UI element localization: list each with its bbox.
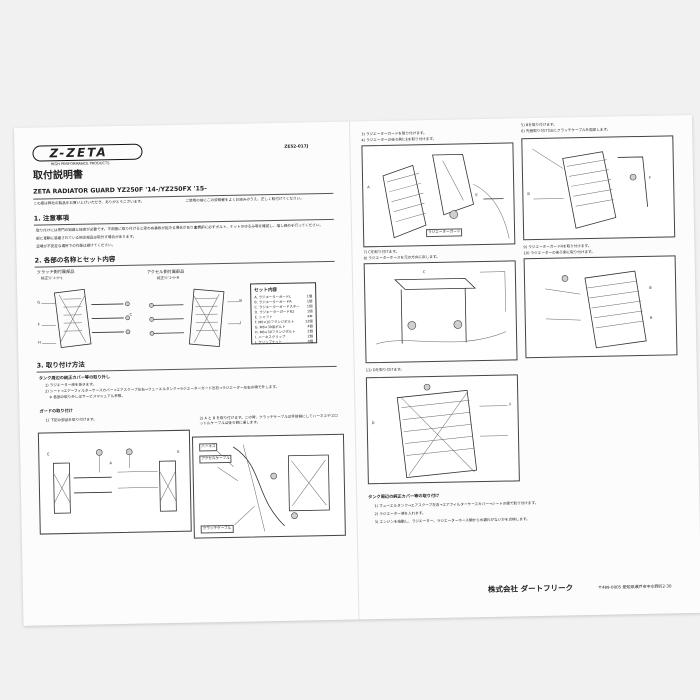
label-f: F: [649, 175, 652, 180]
reinstall-step-1: 1) フューエルタンク→エアスクープ左右→エアフィルターケースカバー→シートの順…: [374, 501, 539, 509]
label-d: D: [371, 421, 375, 426]
intro-note: ご使用の前にこの説明書をよくお読みのうえ、正しく取付けてください。: [185, 196, 304, 203]
accel-side-sub: 純正ﾗｼﾞｴｰﾀｰR: [156, 275, 180, 281]
parts-diagram-clutch: [41, 288, 131, 348]
tank-step-1: 1) ラジエーター液を抜きます。: [44, 382, 97, 388]
zeta-logo: Z-ZETA: [32, 143, 143, 162]
doc-code: ZE52-017J: [284, 143, 309, 149]
label-c: C: [422, 270, 426, 275]
callout-radiator-guard: ラジエーターガード: [426, 228, 463, 237]
figure-step-7-8: C: [363, 260, 518, 364]
instruction-sheet: Z-ZETA HIGH PERFORMANCE PRODUCTS ZE52-01…: [14, 114, 700, 626]
step-3: 3) ラジエーターガードを取り付けます。: [361, 131, 427, 137]
figure-step-3-4: ラジエーターガード A E: [361, 142, 516, 248]
step-10: 10) ラジエーターの後ろ側に取り付けます。: [523, 249, 595, 256]
caution-right-note: 走行前に必ずボルト、ナットのゆるみ等を確認し、増し締めを行ってください。: [193, 223, 323, 230]
right-page: 3) ラジエーターガードを取り付けます。 4) ラジエーターの後ろ側にEを取り付…: [349, 115, 700, 619]
tank-removal-title: タンク周辺の純正カバー等の取り外し: [38, 374, 111, 381]
step-5: 5) Bを取り付けます。: [521, 122, 557, 128]
reinstall-title: タンク周辺の純正カバー等の取り付け: [368, 492, 440, 500]
label-e: E: [177, 449, 180, 454]
caution-line-2: 部に車輌に装着されている純正部品は取外す場合があります。: [36, 234, 137, 241]
set-contents-box: セット内容 A. ラジエーターガードL 1個 B. ラジエーターガードR 1個 …: [250, 282, 318, 345]
step-8: 8) ラジエーターホースを元の方向に戻します。: [363, 254, 440, 261]
caution-line-1: 取り付けには専門の知識と技術が必要です。不用意に取り付けると思わぬ事故が起きる場…: [35, 225, 205, 233]
callout-harness: ハーネス: [199, 443, 218, 452]
callout-clutch-cable: クラッチケーブル: [200, 524, 234, 534]
figure-step-9-10: B H: [523, 255, 678, 359]
install-figure-clutch: ハーネス アクセルケーブル クラッチケーブル: [191, 433, 346, 539]
callout-accel-cable: アクセルケーブル: [199, 454, 232, 464]
guard-step-2: 2) A と B を取り付けます。この時、クラッチケーブルは手前側にしてハーネス…: [199, 413, 338, 426]
figure-step-5-6: B F: [521, 135, 676, 241]
page-title: 取付説明書: [32, 169, 84, 182]
product-name: ZETA RADIATOR GUARD YZ250F '14-/YZ250FX …: [33, 185, 207, 196]
company-address: 〒489-0005 愛知県瀬戸市中水野町2-30: [597, 583, 672, 590]
logo-subtitle: HIGH PERFORMANCE PRODUCTS: [50, 161, 110, 167]
label-f: F: [509, 402, 512, 407]
caution-line-3: 足場が不安定な場所での作業は避けてください。: [36, 243, 116, 249]
label-c: C: [129, 312, 133, 317]
section-1-heading: 1. 注意事項: [33, 213, 70, 223]
step-11: 11) Dを取り付けます。: [365, 367, 405, 373]
step-7: 7) Cを取り付けます。: [363, 249, 400, 255]
label-h: H: [38, 340, 41, 345]
label-a: A: [109, 461, 112, 466]
guard-step-1: 1) 下記の部品を取り付けます。: [45, 417, 97, 423]
company-name: 株式会社 ダートフリーク: [487, 583, 574, 594]
label-h: H: [649, 315, 653, 320]
reinstall-step-2: 2) ラジエーター液を入れます。: [374, 511, 426, 517]
thanks-text: この度は弊社の製品をお買い上げいただき、ありがとうございます。: [33, 199, 145, 206]
section-3-heading: 3. 取り付け方法: [36, 360, 85, 370]
set-item-qty: 4個: [307, 339, 314, 344]
step-4: 4) ラジエーターの後ろ側にEを取り付けます。: [361, 136, 437, 143]
accel-side-label: アクセル側付属部品: [146, 268, 185, 275]
label-b: B: [527, 192, 530, 197]
section-2-heading: 2. 各部の名称とセット内容: [34, 255, 116, 265]
label-b: B: [649, 285, 652, 290]
reinstall-step-3: 3) エンジンを始動し、ラジエーター、ラジエーターホース類から水漏れがないかを点…: [374, 517, 530, 525]
guard-parts-figure: A E E: [37, 429, 192, 535]
label-e: E: [47, 452, 50, 457]
step-6: 6) 先程取り付けたEにクラッチケーブルを固定します。: [521, 127, 611, 134]
clutch-side-sub: 純正ﾗｼﾞｴｰﾀｰL: [40, 276, 63, 281]
label-e: E: [475, 193, 478, 198]
figure-step-11: D F: [365, 374, 520, 485]
tank-step-note: ※ 各部の取り外しはサービスマニュアル参照。: [49, 393, 126, 400]
set-contents-title: セット内容: [254, 287, 278, 294]
step-9: 9) ラジエーターガードRを取り付けます。: [523, 243, 592, 250]
label-a: A: [367, 185, 370, 190]
label-f: F: [37, 322, 40, 327]
left-page: Z-ZETA HIGH PERFORMANCE PRODUCTS ZE52-01…: [14, 122, 358, 626]
label-g: G: [37, 300, 41, 305]
clutch-side-label: クラッチ側付属部品: [36, 268, 75, 275]
guard-install-title: ガードの取り付け: [39, 407, 73, 414]
parts-diagram-accel: [149, 288, 240, 347]
set-item: J. クリップナット: [255, 339, 283, 345]
label-b: B: [239, 298, 242, 303]
logo-text: Z-ZETA: [49, 145, 108, 161]
label-j: J: [239, 320, 241, 325]
